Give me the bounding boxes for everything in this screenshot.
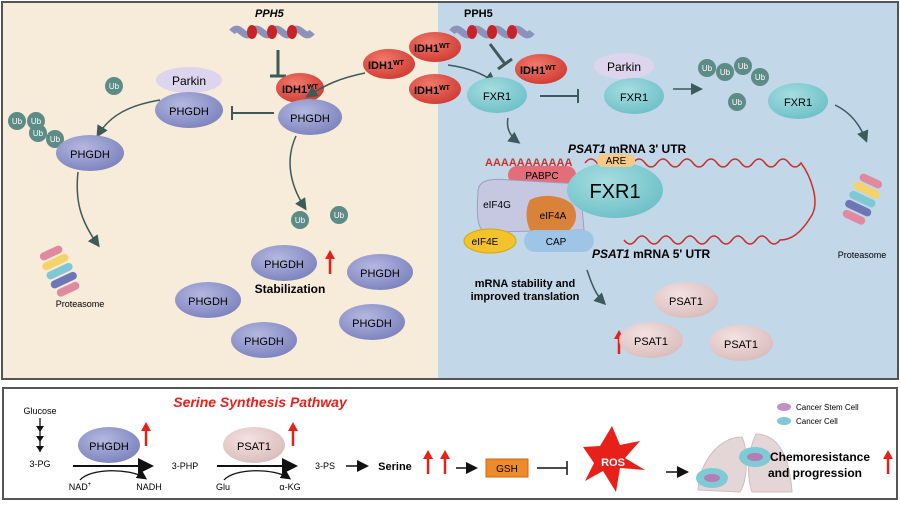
- translation-complex: PABPC eIF4G eIF4A FXR1 eIF4E CAP: [463, 162, 663, 254]
- svg-text:PSAT1: PSAT1: [724, 339, 758, 351]
- pph5-label: PPH5: [255, 8, 285, 20]
- svg-text:Ub: Ub: [702, 64, 713, 73]
- stability-text-2: improved translation: [471, 291, 580, 303]
- pph5-left: PPH5: [232, 8, 312, 39]
- svg-text:Ub: Ub: [720, 68, 731, 77]
- svg-text:Ub: Ub: [50, 135, 61, 144]
- ros-burst-icon: [583, 426, 645, 492]
- svg-text:PHGDH: PHGDH: [360, 268, 400, 280]
- ub-single-left: Ub: [105, 77, 123, 95]
- svg-text:Ub: Ub: [732, 98, 743, 107]
- svg-text:CAP: CAP: [546, 237, 567, 248]
- svg-text:eIF4G: eIF4G: [483, 200, 511, 211]
- svg-text:Ub: Ub: [738, 62, 749, 71]
- phgdh-stable: PHGDH PHGDH PHGDH PHGDH PHGDH: [175, 245, 413, 358]
- svg-text:PHGDH: PHGDH: [188, 296, 228, 308]
- svg-text:PHGDH: PHGDH: [352, 318, 392, 330]
- svg-text:Cancer Stem Cell: Cancer Stem Cell: [796, 403, 859, 412]
- svg-text:PHGDH: PHGDH: [169, 106, 209, 118]
- svg-text:PHGDH: PHGDH: [290, 113, 330, 125]
- 3pg-label: 3-PG: [29, 459, 50, 469]
- cancer-cell-icon: [777, 417, 791, 425]
- outcome-line-1: Chemoresistance: [770, 450, 870, 464]
- svg-text:Cancer Cell: Cancer Cell: [796, 417, 838, 426]
- fxr1-parkin: FXR1: [604, 78, 664, 114]
- svg-text:FXR1: FXR1: [620, 92, 648, 104]
- svg-text:eIF4E: eIF4E: [472, 237, 499, 248]
- svg-text:FXR1: FXR1: [589, 181, 640, 203]
- svg-text:IDH1WT: IDH1WT: [368, 60, 405, 72]
- svg-text:eIF4A: eIF4A: [540, 211, 567, 222]
- svg-text:Parkin: Parkin: [172, 74, 206, 88]
- svg-text:PHGDH: PHGDH: [244, 336, 284, 348]
- svg-text:PSAT1: PSAT1: [237, 441, 271, 453]
- phgdh-enzyme: PHGDH: [78, 427, 140, 463]
- svg-text:PSAT1 mRNA 5' UTR: PSAT1 mRNA 5' UTR: [592, 247, 711, 261]
- parkin-right: Parkin: [594, 53, 654, 79]
- svg-text:PSAT1: PSAT1: [669, 296, 703, 308]
- gsh-label: GSH: [496, 464, 518, 475]
- svg-text:PHGDH: PHGDH: [89, 441, 129, 453]
- ub-free-left: Ub Ub: [291, 206, 348, 229]
- svg-text:PPH5: PPH5: [464, 8, 493, 20]
- svg-text:Ub: Ub: [334, 211, 345, 220]
- stability-text-1: mRNA stability and: [475, 278, 575, 290]
- proteasome-label-left: Proteasome: [56, 299, 105, 309]
- svg-text:Parkin: Parkin: [607, 60, 641, 74]
- svg-text:PSAT1 mRNA 3' UTR: PSAT1 mRNA 3' UTR: [568, 142, 687, 156]
- svg-text:PHGDH: PHGDH: [264, 259, 304, 271]
- fxr1-idh1: FXR1: [467, 77, 527, 113]
- cancer-stem-cell-icon: [777, 403, 791, 411]
- svg-text:PHGDH: PHGDH: [70, 149, 110, 161]
- phgdh-ubiquitinated: PHGDH: [56, 135, 124, 171]
- svg-text:Ub: Ub: [12, 117, 23, 126]
- phgdh-left-bound: PHGDH: [155, 92, 223, 128]
- lungs-icon: [696, 433, 793, 493]
- nad-label: NAD+: [69, 482, 92, 492]
- psat1-proteins: PSAT1 PSAT1 PSAT1: [619, 282, 773, 361]
- svg-text:PSAT1: PSAT1: [634, 336, 668, 348]
- phgdh-idh1-bound: PHGDH: [278, 99, 342, 135]
- 3ps-label: 3-PS: [315, 461, 335, 471]
- are-element: ARE: [597, 154, 635, 167]
- parkin-left: Parkin: [156, 67, 222, 93]
- svg-text:IDH1WT: IDH1WT: [414, 85, 451, 97]
- svg-text:Ub: Ub: [31, 117, 42, 126]
- psat1-enzyme: PSAT1: [223, 427, 285, 463]
- svg-text:Ub: Ub: [109, 82, 120, 91]
- glu-label: Glu: [216, 482, 230, 492]
- ros-label: ROS: [601, 457, 625, 469]
- svg-text:IDH1WT: IDH1WT: [414, 43, 451, 55]
- fxr1-ubiquitinated: FXR1: [768, 83, 828, 119]
- idh1-right: IDH1WT: [515, 54, 567, 84]
- pph5-right: PPH5: [452, 8, 532, 39]
- idh1-cluster: IDH1WT IDH1WT IDH1WT: [363, 32, 461, 104]
- pathway-panel: [2, 387, 898, 500]
- glucose-label: Glucose: [23, 406, 56, 416]
- svg-text:IDH1WT: IDH1WT: [520, 65, 557, 77]
- svg-text:Ub: Ub: [295, 216, 306, 225]
- svg-text:Ub: Ub: [33, 129, 44, 138]
- legend: Cancer Stem Cell Cancer Cell: [777, 403, 859, 426]
- svg-text:PABPC: PABPC: [525, 171, 558, 182]
- stabilization-label: Stabilization: [255, 282, 326, 296]
- ub-chain-left: Ub Ub Ub Ub: [8, 112, 64, 148]
- 3php-label: 3-PHP: [172, 461, 199, 471]
- proteasome-label-right: Proteasome: [838, 250, 887, 260]
- nadh-label: NADH: [136, 482, 162, 492]
- serine-label: Serine: [378, 461, 412, 473]
- pathway-title: Serine Synthesis Pathway: [173, 394, 348, 410]
- svg-text:FXR1: FXR1: [784, 97, 812, 109]
- are-label: ARE: [606, 156, 627, 167]
- outcome-line-2: and progression: [768, 466, 862, 480]
- idh1-left: IDH1WT: [276, 73, 324, 103]
- akg-label: α-KG: [279, 482, 300, 492]
- ub-chain-right: Ub Ub Ub Ub Ub: [698, 57, 769, 111]
- svg-text:Ub: Ub: [755, 73, 766, 82]
- gsh-box: [485, 458, 529, 478]
- svg-text:FXR1: FXR1: [483, 91, 511, 103]
